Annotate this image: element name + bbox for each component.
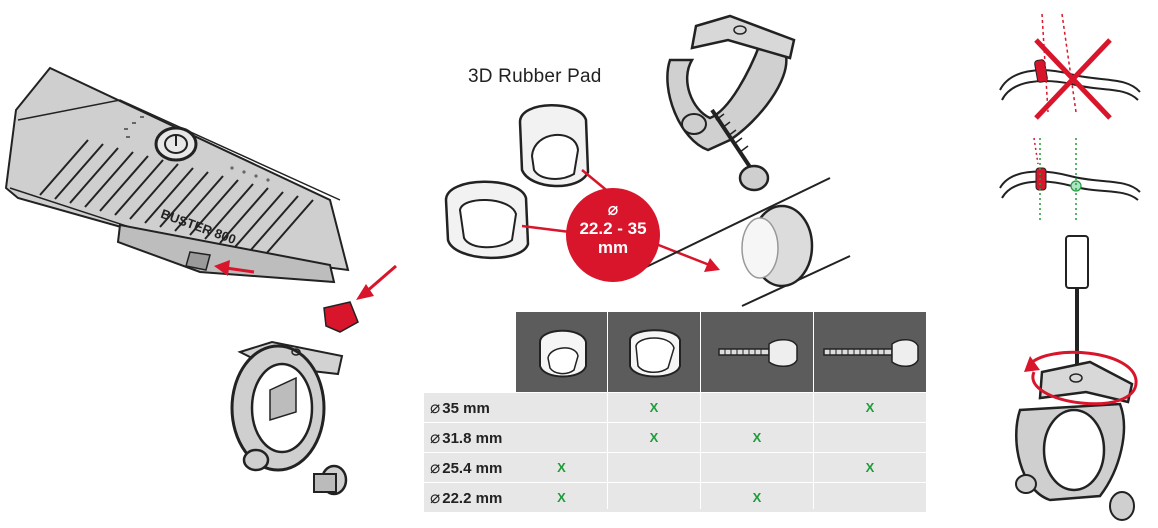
mark-cell: X — [752, 430, 762, 445]
diameter-range: 22.2 - 35 — [579, 219, 647, 238]
large-pad-icon — [629, 329, 681, 378]
mark-cell — [701, 453, 813, 482]
mark-cell — [701, 393, 813, 422]
mark-cell — [516, 423, 607, 452]
mark-cell: X — [649, 430, 659, 445]
long-screw-icon — [823, 339, 919, 367]
mark-cell: X — [752, 490, 762, 505]
rubber-pad-caption: 3D Rubber Pad — [468, 66, 602, 87]
row-label: ⌀35 mm — [430, 398, 490, 417]
diameter-symbol: ⌀ — [607, 199, 619, 219]
table-row: ⌀25.4 mm X X — [424, 453, 926, 482]
table-divider — [813, 392, 814, 509]
mark-cell: X — [649, 400, 659, 415]
mark-cell — [608, 453, 700, 482]
table-row: ⌀35 mm X X — [424, 393, 926, 422]
mark-cell: X — [865, 460, 875, 475]
header-small-pad — [516, 312, 607, 392]
table-row: ⌀31.8 mm X X — [424, 423, 926, 452]
positioning-illustration — [999, 13, 1141, 521]
mark-cell — [814, 483, 926, 512]
header-short-screw — [701, 312, 813, 392]
row-label: ⌀31.8 mm — [430, 428, 503, 447]
mark-cell: X — [865, 400, 875, 415]
row-label: ⌀25.4 mm — [430, 458, 503, 477]
rubber-pad-illustration — [444, 14, 851, 307]
mark-cell: X — [557, 490, 566, 505]
table-divider — [607, 392, 608, 509]
mark-cell — [814, 423, 926, 452]
diameter-range-badge: ⌀ 22.2 - 35 mm — [566, 188, 660, 282]
table-row: ⌀22.2 mm X X — [424, 483, 926, 512]
mark-cell: X — [557, 460, 566, 475]
header-long-screw — [814, 312, 926, 392]
diameter-unit: mm — [597, 238, 629, 257]
small-pad-icon — [539, 329, 587, 378]
mark-cell — [608, 483, 700, 512]
light-mounting-illustration — [4, 66, 397, 496]
table-divider — [700, 392, 701, 509]
table-header — [516, 312, 926, 392]
short-screw-icon — [718, 339, 798, 367]
row-label: ⌀22.2 mm — [430, 488, 503, 507]
header-large-pad — [608, 312, 700, 392]
mark-cell — [516, 393, 607, 422]
